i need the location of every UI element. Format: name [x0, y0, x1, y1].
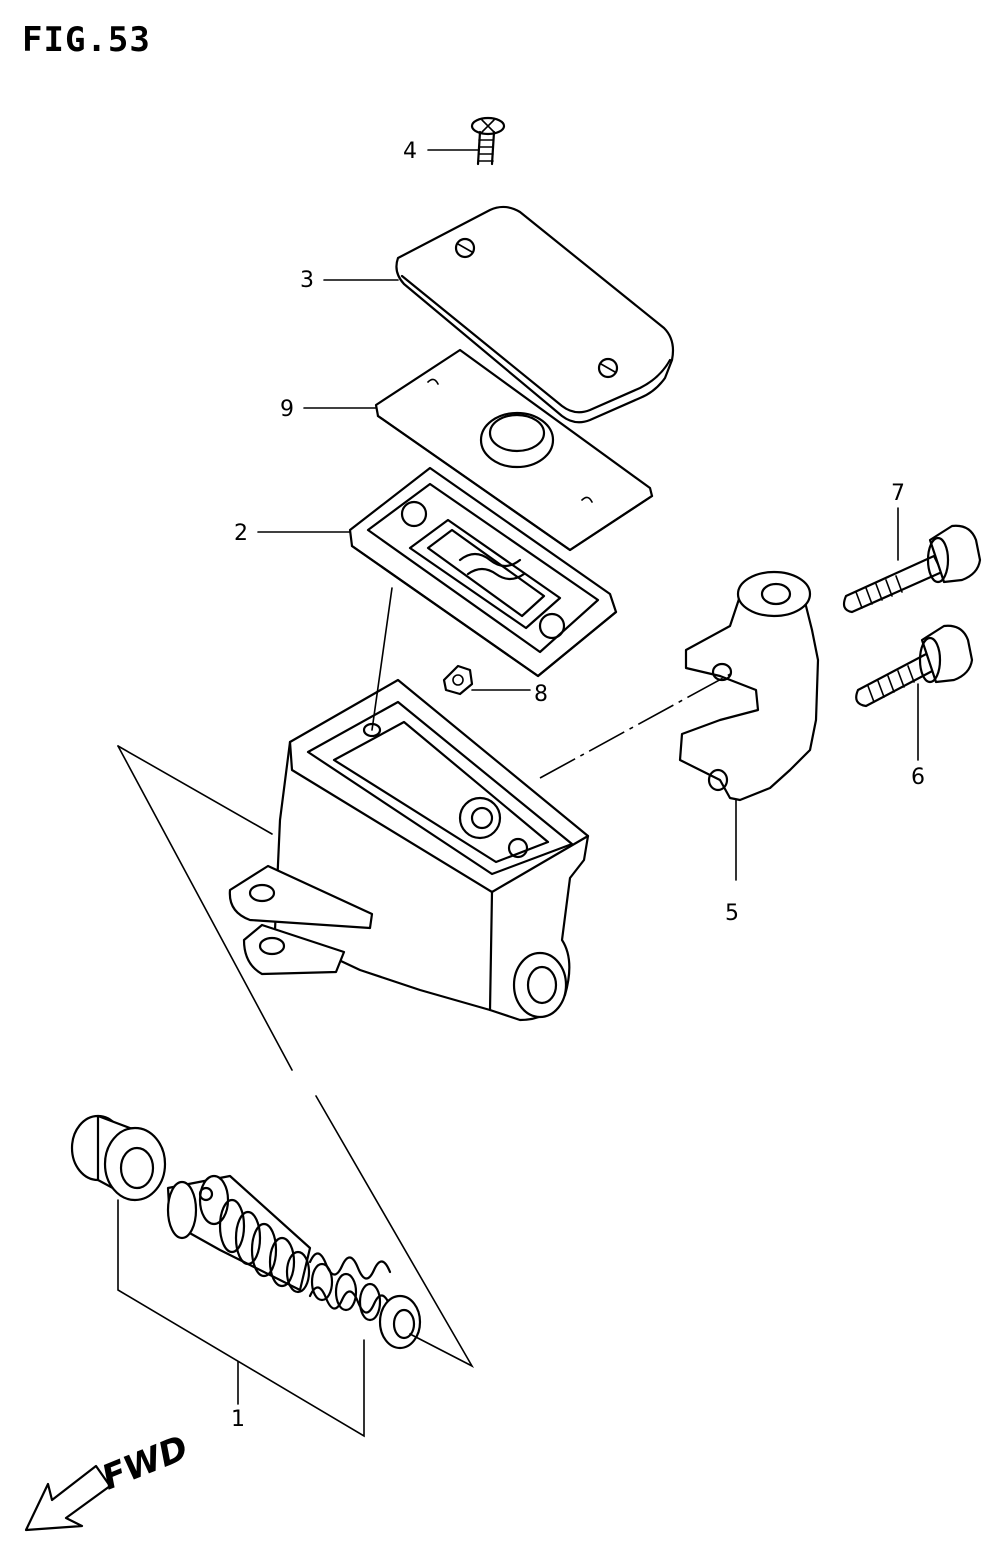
figure-title: FIG.53 — [22, 20, 151, 60]
callout-2: 2 — [234, 521, 248, 546]
forward-arrow-icon — [24, 1464, 112, 1532]
part-9-diaphragm-plate[interactable] — [374, 348, 654, 552]
callout-9: 9 — [280, 397, 294, 422]
forward-direction-indicator: FWD — [24, 1428, 194, 1532]
part-6-bolt[interactable] — [855, 624, 974, 708]
part-7-bolt[interactable] — [842, 524, 982, 614]
part-8-nut[interactable] — [442, 664, 474, 696]
assembly-lines — [117, 587, 735, 1438]
callout-3: 3 — [300, 268, 314, 293]
part-3-reservoir-cap[interactable] — [395, 205, 675, 424]
callout-4: 4 — [403, 139, 417, 164]
fwd-label: FWD — [96, 1428, 193, 1498]
part-1-piston-assembly[interactable] — [70, 1114, 422, 1350]
callout-5: 5 — [725, 901, 739, 926]
callout-1: 1 — [231, 1407, 245, 1432]
callout-6: 6 — [911, 765, 925, 790]
part-5-clamp[interactable] — [678, 570, 820, 802]
leader-lines — [237, 149, 919, 1405]
callout-8: 8 — [534, 682, 548, 707]
part-2-diaphragm[interactable] — [348, 466, 618, 678]
callout-7: 7 — [891, 481, 905, 506]
part-4-screw[interactable] — [470, 116, 506, 166]
master-cylinder-body — [228, 678, 590, 1022]
